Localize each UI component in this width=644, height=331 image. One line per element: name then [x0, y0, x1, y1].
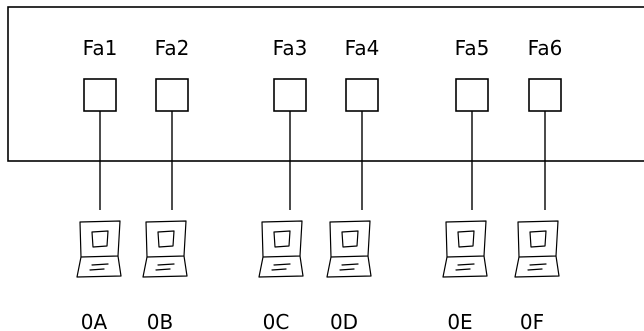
- laptop-icon: [142, 220, 188, 278]
- laptop-icon: [514, 220, 560, 278]
- host-label: 0E: [447, 310, 472, 331]
- laptop-icon: [258, 220, 304, 278]
- host-label: 0A: [81, 310, 108, 331]
- port-label: Fa5: [455, 36, 490, 60]
- port-label: Fa6: [528, 36, 563, 60]
- host-label: 0C: [263, 310, 290, 331]
- port-group-4: Fa4 0D: [326, 36, 380, 331]
- port-square: [345, 78, 379, 112]
- port-square: [273, 78, 307, 112]
- port-label: Fa3: [273, 36, 308, 60]
- port-group-2: Fa2 0B: [142, 36, 190, 331]
- port-group-5: Fa5 0E: [442, 36, 490, 331]
- port-label: Fa4: [345, 36, 380, 60]
- host-label: 0D: [330, 310, 358, 331]
- port-square: [455, 78, 489, 112]
- port-group-6: Fa6 0F: [514, 36, 563, 331]
- port-square: [83, 78, 117, 112]
- port-label: Fa1: [83, 36, 118, 60]
- port-group-1: Fa1 0A: [76, 36, 122, 331]
- port-square: [528, 78, 562, 112]
- port-square: [155, 78, 189, 112]
- port-label: Fa2: [155, 36, 190, 60]
- laptop-icon: [326, 220, 372, 278]
- host-label: 0F: [520, 310, 544, 331]
- laptop-icon: [442, 220, 488, 278]
- laptop-icon: [76, 220, 122, 278]
- port-group-3: Fa3 0C: [258, 36, 308, 331]
- host-label: 0B: [147, 310, 173, 331]
